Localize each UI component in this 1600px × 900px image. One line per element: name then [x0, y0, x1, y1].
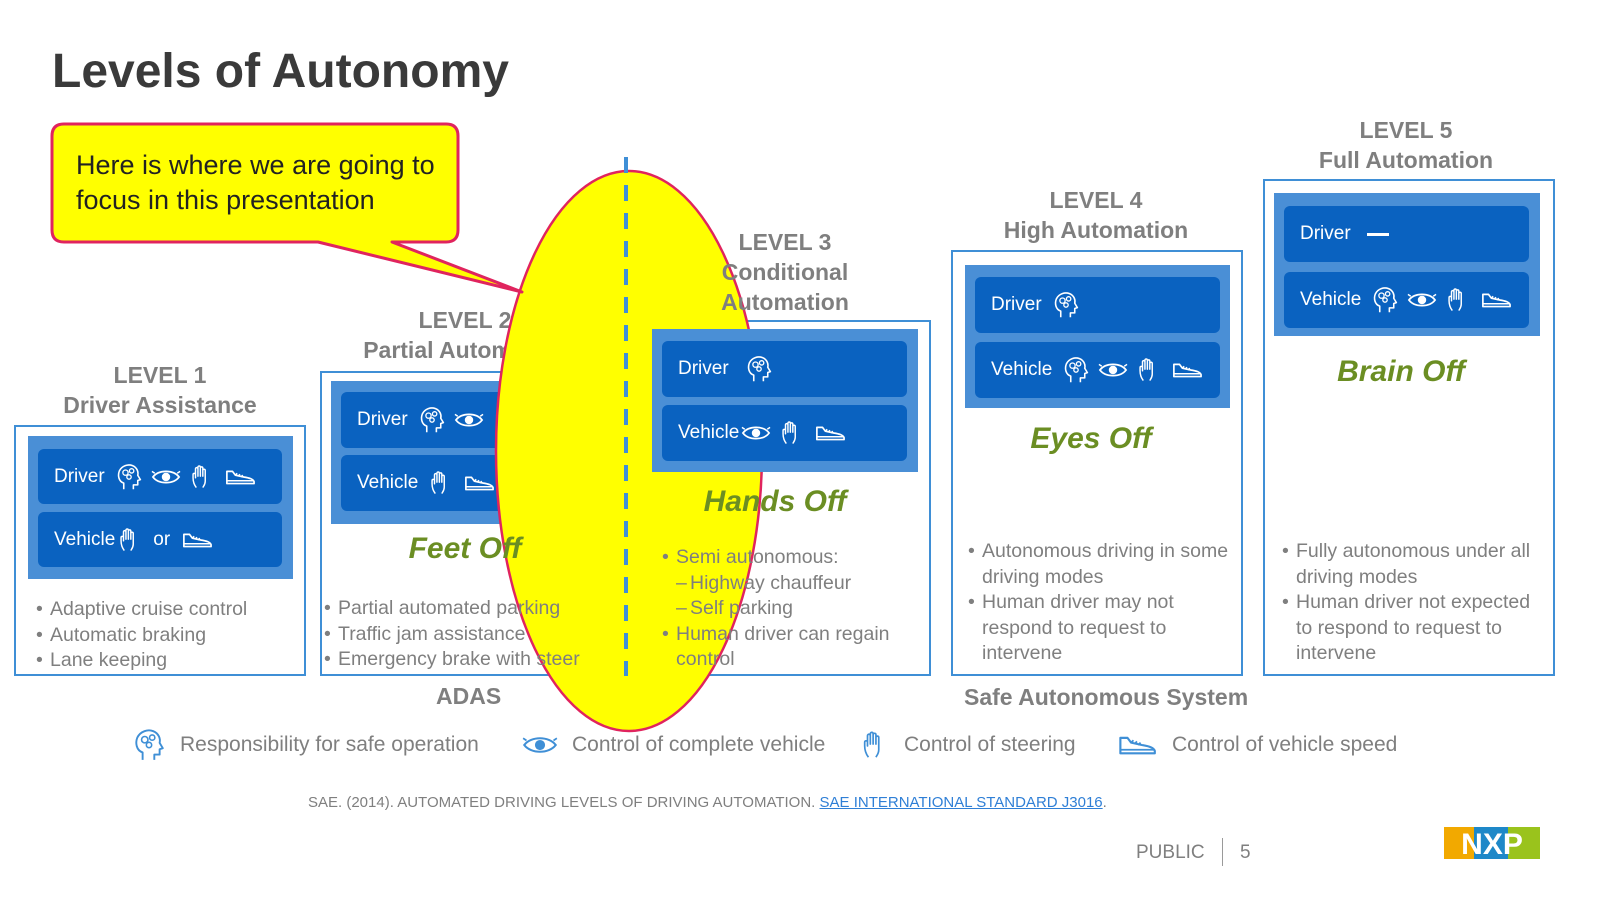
- level4-number: LEVEL 4: [1049, 187, 1143, 213]
- level4-bullets: Autonomous driving in some driving modes…: [966, 539, 1236, 667]
- slide-title: Levels of Autonomy: [52, 45, 509, 98]
- driver-label: Driver: [54, 465, 105, 487]
- hand-icon: [782, 421, 797, 445]
- level4-mode: Eyes Off: [1030, 422, 1152, 455]
- bullet: Traffic jam assistance: [322, 622, 612, 648]
- level2-mode: Feet Off: [408, 532, 522, 565]
- level5-heading: LEVEL 5 Full Automation: [1268, 115, 1544, 175]
- legend-steering: Control of steering: [860, 726, 1076, 764]
- bullet: Autonomous driving in some driving modes: [966, 539, 1236, 590]
- level2-number: LEVEL 2: [418, 307, 512, 333]
- shoe-icon: [1119, 736, 1156, 755]
- level5-frame: [1263, 179, 1555, 676]
- legend-responsibility: Responsibility for safe operation: [132, 726, 479, 764]
- level4-driver-bar: Driver: [975, 277, 1220, 333]
- eye-icon: [741, 426, 772, 440]
- bullet: Lane keeping: [34, 648, 304, 674]
- bullet: Automatic braking: [34, 623, 304, 649]
- callout-bubble: [50, 122, 524, 294]
- level2-bullets: Partial automated parking Traffic jam as…: [322, 596, 612, 673]
- level3-name-line1: Conditional: [721, 259, 849, 285]
- level5-name: Full Automation: [1318, 147, 1494, 173]
- bullet: Human driver may not respond to request …: [966, 590, 1236, 667]
- bullet: Fully autonomous under all driving modes: [1280, 539, 1550, 590]
- vehicle-label: Vehicle: [678, 422, 740, 443]
- level3-driver-bar: Driver: [662, 341, 907, 397]
- level1-frame: [14, 425, 306, 676]
- vehicle-label: Vehicle: [54, 528, 116, 550]
- page-number: 5: [1240, 842, 1251, 863]
- level1-number: LEVEL 1: [113, 362, 207, 388]
- legend-label: Control of complete vehicle: [572, 733, 826, 756]
- level3-heading: LEVEL 3 Conditional Automation: [650, 227, 920, 317]
- level4-heading: LEVEL 4 High Automation: [955, 185, 1237, 245]
- vehicle-label: Vehicle: [357, 472, 419, 493]
- level1-name: Driver Assistance: [63, 392, 257, 418]
- level1-bullets: Adaptive cruise control Automatic brakin…: [34, 597, 304, 674]
- level5-bullets: Fully autonomous under all driving modes…: [1280, 539, 1550, 667]
- sub-bullet: Self parking: [660, 596, 930, 622]
- vehicle-label: Vehicle: [1300, 289, 1362, 310]
- level4-frame: [951, 250, 1243, 676]
- driver-label: Driver: [357, 409, 408, 430]
- eye-icon: [522, 737, 558, 753]
- citation-text: SAE. (2014). AUTOMATED DRIVING LEVELS OF…: [308, 794, 816, 811]
- head-gears-icon: [747, 356, 771, 383]
- level1-heading: LEVEL 1 Driver Assistance: [20, 360, 300, 420]
- bullet: Emergency brake with steer: [322, 647, 612, 673]
- nxp-logo: NXP: [1444, 825, 1540, 861]
- level5-mode: Brain Off: [1337, 355, 1465, 388]
- level3-number: LEVEL 3: [738, 229, 832, 255]
- or-label: or: [153, 528, 171, 550]
- bullet: Partial automated parking: [322, 596, 612, 622]
- head-gears-icon: [135, 729, 164, 761]
- legend-label: Responsibility for safe operation: [180, 733, 479, 756]
- footer-divider: [1222, 838, 1223, 866]
- sub-bullet: Highway chauffeur: [660, 571, 930, 597]
- level3-bullets: Semi autonomous: Highway chauffeur Self …: [660, 545, 930, 673]
- level3-name-line2: Automation: [721, 289, 849, 315]
- level3-mode: Hands Off: [703, 485, 847, 518]
- hand-icon: [863, 731, 880, 759]
- bullet: Human driver not expected to respond to …: [1280, 590, 1550, 667]
- citation-end: .: [1102, 794, 1107, 811]
- bullet: Semi autonomous:: [660, 545, 930, 571]
- none-dash: [1366, 232, 1389, 236]
- level1-vehicle-bar: Vehicle or: [38, 512, 282, 567]
- legend-label: Control of vehicle speed: [1172, 733, 1398, 756]
- classification-label: PUBLIC: [1136, 842, 1205, 863]
- level4-vehicle-bar: Vehicle: [975, 342, 1220, 398]
- level5-number: LEVEL 5: [1359, 117, 1453, 143]
- level1-driver-bar: Driver: [38, 449, 282, 504]
- bullet: Human driver can regain control: [660, 622, 930, 673]
- adas-label: ADAS: [436, 683, 502, 709]
- shoe-icon: [816, 426, 846, 441]
- level4-name: High Automation: [1003, 217, 1189, 243]
- driver-label: Driver: [991, 294, 1042, 315]
- citation-link[interactable]: SAE INTERNATIONAL STANDARD J3016: [819, 794, 1103, 811]
- level5-vehicle-bar: Vehicle: [1284, 272, 1529, 328]
- legend-complete-vehicle: Control of complete vehicle: [522, 726, 825, 764]
- level5-driver-bar: Driver: [1284, 206, 1529, 262]
- citation: SAE. (2014). AUTOMATED DRIVING LEVELS OF…: [308, 794, 1107, 811]
- safe-autonomous-system-label: Safe Autonomous System: [964, 684, 1249, 710]
- svg-text:NXP: NXP: [1461, 828, 1523, 861]
- callout-text: Here is where we are going to focus in t…: [76, 150, 435, 215]
- level3-vehicle-bar: Vehicle: [662, 405, 907, 461]
- driver-label: Driver: [678, 358, 729, 379]
- legend-label: Control of steering: [904, 733, 1076, 756]
- bullet: Adaptive cruise control: [34, 597, 304, 623]
- driver-label: Driver: [1300, 223, 1351, 244]
- legend-speed: Control of vehicle speed: [1116, 726, 1397, 764]
- vehicle-label: Vehicle: [991, 359, 1053, 380]
